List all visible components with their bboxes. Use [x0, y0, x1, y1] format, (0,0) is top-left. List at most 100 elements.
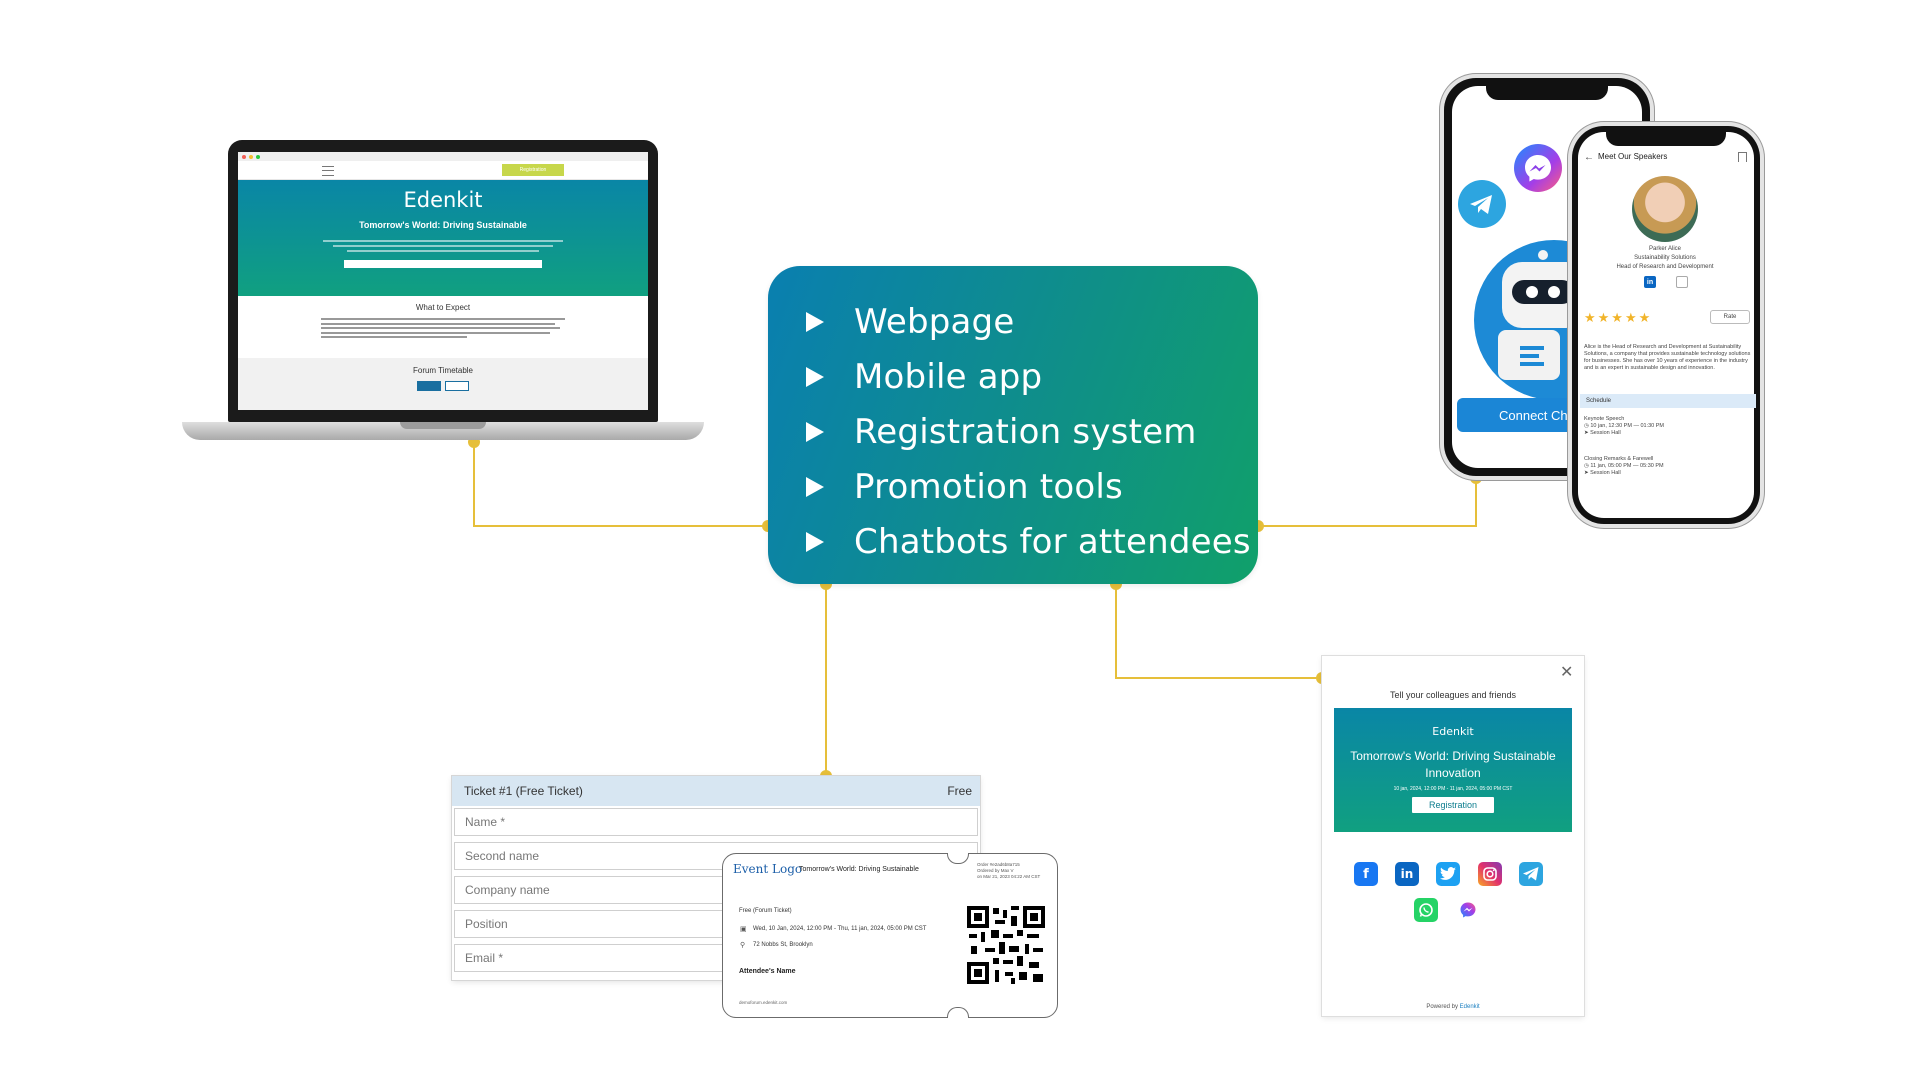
twitter-icon[interactable]: [1436, 862, 1460, 886]
day-button[interactable]: [417, 381, 441, 391]
document-icon[interactable]: [1676, 276, 1688, 288]
messenger-icon[interactable]: [1456, 898, 1480, 922]
session-time-text: 10 jan, 12:30 PM — 01:30 PM: [1590, 423, 1665, 429]
connector-promotion: [1115, 584, 1322, 679]
hamburger-icon[interactable]: [322, 166, 334, 176]
ticket-title: Tomorrow's World: Driving Sustainable: [799, 866, 919, 873]
whatsapp-icon[interactable]: [1414, 898, 1438, 922]
timetable-heading: Forum Timetable: [412, 366, 474, 375]
telegram-icon[interactable]: [1458, 180, 1506, 228]
session-item[interactable]: Closing Remarks & Farewell ◷ 11 jan, 05:…: [1584, 456, 1664, 477]
session-title: Closing Remarks & Farewell: [1584, 456, 1654, 462]
order-date: on Mar 21, 2023 04:22 AM CST: [977, 874, 1041, 879]
close-icon[interactable]: ✕: [1560, 664, 1574, 681]
feature-item: Registration system: [806, 404, 1258, 459]
connector-webpage: [473, 442, 768, 527]
window-close-dot: [242, 154, 246, 159]
order-buyer: Ordered by Max V: [977, 868, 1014, 873]
features-list: Webpage Mobile app Registration system P…: [768, 266, 1258, 569]
ticket-address: 72 Nobbs St, Brooklyn: [753, 942, 813, 948]
instagram-icon[interactable]: [1478, 862, 1502, 886]
feature-item: Promotion tools: [806, 459, 1258, 514]
feature-label: Webpage: [854, 301, 1015, 342]
session-item[interactable]: Keynote Speech ◷ 10 jan, 12:30 PM — 01:3…: [1584, 416, 1664, 437]
feature-label: Registration system: [854, 411, 1197, 452]
share-event-banner: Edenkit Tomorrow's World: Driving Sustai…: [1334, 708, 1572, 832]
share-event-date: 10 jan, 2024, 12:00 PM - 11 jan, 2024, 0…: [1393, 786, 1513, 792]
linkedin-icon[interactable]: in: [1395, 862, 1419, 886]
ticket-notch: [947, 853, 969, 864]
back-arrow-icon[interactable]: ←: [1584, 152, 1594, 163]
site-date-bar: [344, 260, 542, 268]
speaker-company: Sustainability Solutions: [1634, 255, 1696, 261]
powered-prefix: Powered by: [1426, 1004, 1458, 1010]
share-title: Tell your colleagues and friends: [1389, 690, 1517, 700]
calendar-icon: ▣: [740, 926, 747, 933]
site-hero: Edenkit Tomorrow's World: Driving Sustai…: [238, 180, 648, 296]
connect-chat-button[interactable]: Connect Chat: [1457, 398, 1587, 432]
arrow-right-icon: [806, 531, 824, 552]
session-place-text: Session Hall: [1590, 470, 1621, 476]
rate-button[interactable]: Rate: [1710, 310, 1750, 324]
linkedin-icon[interactable]: in: [1644, 276, 1656, 288]
site-expect-heading: What to Expect: [415, 303, 471, 312]
schedule-section-header: Schedule: [1580, 394, 1756, 408]
ticket-attendee: Attendee's Name: [739, 968, 796, 975]
robot-logo-icon: [1520, 342, 1544, 370]
robot-visor: [1512, 280, 1574, 304]
feature-item: Chatbots for attendees: [806, 514, 1258, 569]
share-logo: Edenkit: [1432, 725, 1474, 738]
ticket-date: Wed, 10 Jan, 2024, 12:00 PM - Thu, 11 ja…: [753, 926, 927, 932]
arrow-right-icon: [806, 476, 824, 497]
facebook-icon[interactable]: f: [1354, 862, 1378, 886]
feature-item: Webpage: [806, 294, 1258, 349]
browser-bar: [238, 152, 648, 161]
connector-mobile: [1258, 478, 1477, 527]
website-preview: Registration Edenkit Tomorrow's World: D…: [238, 152, 648, 410]
ticket-header: Ticket #1 (Free Ticket) Free: [452, 776, 980, 806]
messenger-icon[interactable]: [1514, 144, 1562, 192]
window-maximize-dot: [256, 154, 260, 159]
session-title: Keynote Speech: [1584, 416, 1625, 422]
phone-notch: [1486, 84, 1608, 100]
arrow-right-icon: [806, 421, 824, 442]
session-time: ◷ 10 jan, 12:30 PM — 01:30 PM: [1584, 423, 1665, 429]
qr-code-icon: [967, 906, 1045, 984]
ticket-url: demoforum.edenkit.com: [739, 1000, 788, 1005]
powered-brand[interactable]: Edenkit: [1459, 1004, 1480, 1010]
phone-notch: [1606, 130, 1726, 146]
session-time: ◷ 11 jan, 05:00 PM — 05:30 PM: [1584, 463, 1664, 469]
session-place-text: Session Hall: [1590, 430, 1621, 436]
laptop-notch: [400, 422, 486, 429]
event-ticket: Event Logo Tomorrow's World: Driving Sus…: [722, 853, 1058, 1018]
share-event-title: Tomorrow's World: Driving Sustainable In…: [1350, 749, 1556, 780]
day-button[interactable]: [445, 381, 469, 391]
ticket-notch: [947, 1007, 969, 1018]
ticket-order-info: Order #e2ad6b8a715 Ordered by Max V on M…: [977, 862, 1040, 880]
robot-antenna: [1538, 250, 1548, 260]
name-field[interactable]: Name *: [454, 808, 978, 836]
site-nav: Registration: [238, 161, 648, 180]
feature-label: Promotion tools: [854, 466, 1123, 507]
share-register-button[interactable]: Registration: [1412, 797, 1494, 813]
timetable-day-buttons: [238, 381, 648, 391]
speaker-name: Parker Alice: [1648, 246, 1681, 252]
arrow-right-icon: [806, 311, 824, 332]
powered-by: Powered by Edenkit: [1322, 1004, 1584, 1010]
window-minimize-dot: [249, 154, 253, 159]
feature-label: Chatbots for attendees: [854, 521, 1251, 562]
robot-eye: [1548, 286, 1560, 298]
features-hub: Webpage Mobile app Registration system P…: [768, 266, 1258, 584]
ticket-header-title: Ticket #1 (Free Ticket): [464, 784, 583, 798]
telegram-icon[interactable]: [1519, 862, 1543, 886]
ticket-header-price: Free: [947, 784, 972, 798]
site-intro-text: [323, 240, 563, 252]
site-expect-text: [321, 318, 565, 338]
location-pin-icon: ⚲: [740, 942, 746, 949]
rating-stars: ★★★★★: [1584, 310, 1653, 325]
feature-label: Mobile app: [854, 356, 1043, 397]
session-place: ➤ Session Hall: [1584, 470, 1621, 476]
bookmark-icon[interactable]: [1738, 152, 1747, 162]
order-number: Order #e2ad6b8a715: [977, 862, 1020, 867]
site-register-button[interactable]: Registration: [502, 164, 564, 176]
